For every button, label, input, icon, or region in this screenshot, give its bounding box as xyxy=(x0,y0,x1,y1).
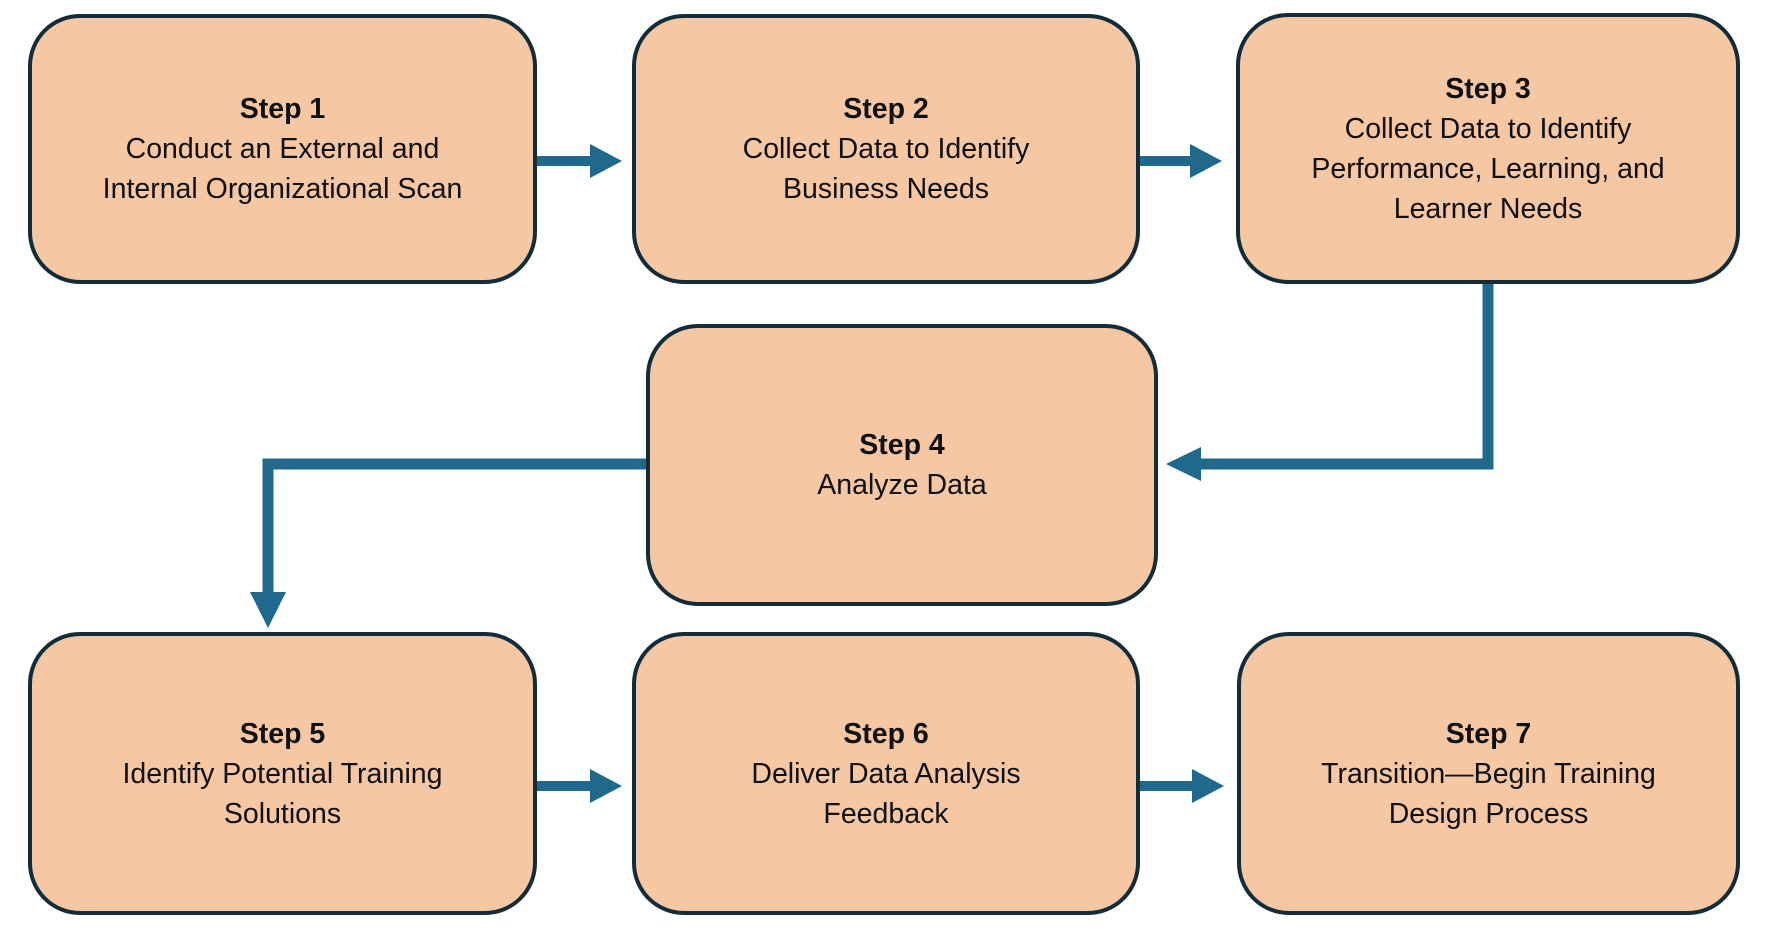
arrow-step-2-to-3 xyxy=(1140,144,1222,178)
step-7-desc: Transition—Begin Training Design Process xyxy=(1321,757,1656,830)
step-4-title: Step 4 xyxy=(859,429,945,461)
step-2-title: Step 2 xyxy=(843,93,929,125)
step-4-box: Step 4 Analyze Data xyxy=(646,324,1158,606)
step-1-title: Step 1 xyxy=(239,93,326,125)
step-5-desc: Identify Potential Training Solutions xyxy=(122,757,443,830)
step-3-box: Step 3 Collect Data to Identify Performa… xyxy=(1236,13,1740,284)
step-6-title: Step 6 xyxy=(843,717,929,750)
step-6-box: Step 6 Deliver Data Analysis Feedback xyxy=(632,632,1140,915)
step-5-title: Step 5 xyxy=(239,717,326,750)
step-7-box: Step 7 Transition—Begin Training Design … xyxy=(1237,632,1740,915)
arrow-step-4-to-5 xyxy=(250,458,646,628)
step-1-desc: Conduct an External and Internal Organiz… xyxy=(102,133,463,205)
step-7-title: Step 7 xyxy=(1445,717,1532,750)
step-5-box: Step 5 Identify Potential Training Solut… xyxy=(28,632,537,915)
step-4-desc: Analyze Data xyxy=(817,469,987,501)
step-1-box: Step 1 Conduct an External and Internal … xyxy=(28,14,537,284)
arrow-step-6-to-7 xyxy=(1140,769,1224,803)
arrow-step-3-to-4 xyxy=(1166,282,1494,481)
step-2-box: Step 2 Collect Data to Identify Business… xyxy=(632,14,1140,284)
arrow-step-1-to-2 xyxy=(537,144,622,178)
arrow-step-5-to-6 xyxy=(537,769,622,803)
step-3-title: Step 3 xyxy=(1445,72,1531,105)
step-6-desc: Deliver Data Analysis Feedback xyxy=(751,757,1021,830)
step-2-desc: Collect Data to Identify Business Needs xyxy=(742,133,1030,205)
step-3-desc: Collect Data to Identify Performance, Le… xyxy=(1311,112,1665,225)
